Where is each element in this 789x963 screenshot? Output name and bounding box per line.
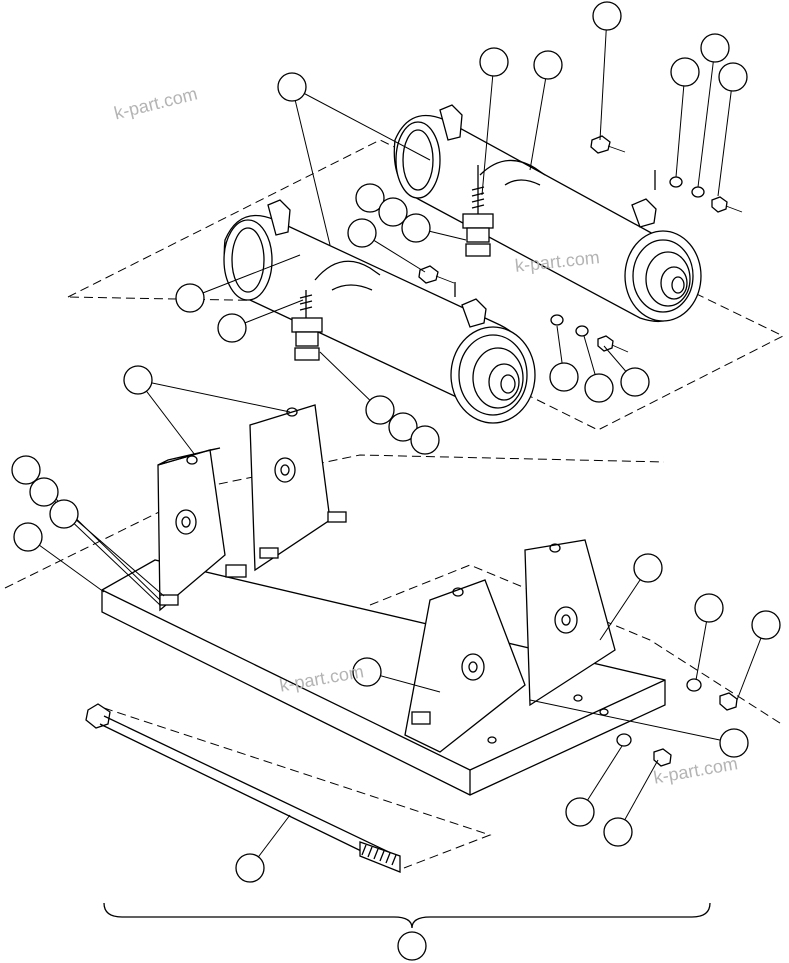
callout-circle — [352, 657, 382, 687]
callout-circle — [718, 62, 748, 92]
bracket-left-pair — [157, 404, 347, 612]
callout-circle — [355, 183, 385, 213]
callout-circle — [217, 313, 247, 343]
callout-circle — [365, 395, 395, 425]
callouts — [11, 1, 781, 961]
callout-circle — [633, 553, 663, 583]
callout-circle — [549, 362, 579, 392]
callout-circle — [700, 33, 730, 63]
callout-circle — [235, 853, 265, 883]
callout-circle — [175, 283, 205, 313]
callout-circle — [388, 412, 418, 442]
callout-circle — [719, 728, 749, 758]
callout-circle — [603, 817, 633, 847]
callout-circle — [123, 365, 153, 395]
callout-circle — [479, 47, 509, 77]
callout-circle — [401, 213, 431, 243]
callout-circle — [29, 477, 59, 507]
hardware-lower-right — [616, 678, 738, 767]
rear-cylinder — [393, 104, 702, 323]
callout-circle — [592, 1, 622, 31]
hardware-middle-right — [418, 265, 629, 353]
callout-circle — [11, 455, 41, 485]
assembly-brace — [103, 902, 711, 929]
callout-circle — [13, 522, 43, 552]
callout-circle — [670, 57, 700, 87]
callout-circle — [565, 797, 595, 827]
front-cylinder — [223, 199, 536, 424]
callout-circle — [378, 197, 408, 227]
dashed-plane-right — [369, 564, 784, 726]
callout-circle — [49, 499, 79, 529]
callout-circle — [751, 610, 781, 640]
callout-circle — [347, 218, 377, 248]
dashed-plane-middle — [4, 454, 665, 589]
callout-circle — [533, 50, 563, 80]
callout-circle — [584, 373, 614, 403]
long-bolt — [85, 703, 401, 873]
callout-circle — [620, 367, 650, 397]
dashed-bolt-line — [103, 707, 492, 869]
base-plate — [101, 559, 666, 796]
callout-circle — [397, 931, 427, 961]
hardware-upper-right — [590, 135, 743, 213]
callout-circle — [277, 72, 307, 102]
callout-circle — [694, 593, 724, 623]
callout-circle — [410, 425, 440, 455]
bracket-right-pair — [404, 539, 616, 753]
